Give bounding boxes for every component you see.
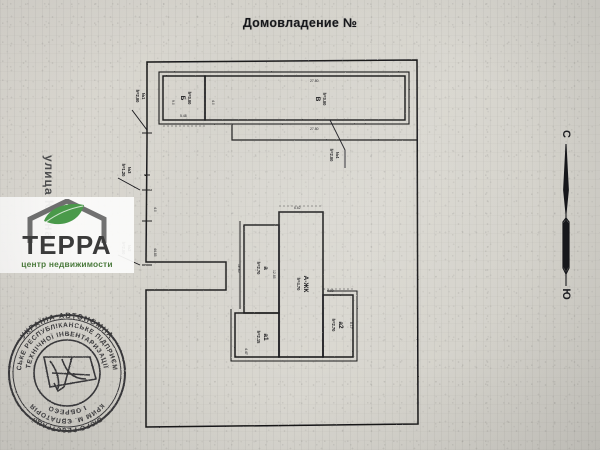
top-strip-outline [158,71,410,125]
building-a2-height: h=2.70 [331,319,336,333]
building-a1-height: h=2.15 [256,331,261,345]
terra-logo-mark-icon [27,199,107,243]
terra-logo: ТЕРРА центр недвижимости [0,197,134,273]
dim-left-upper: 4.0 [153,207,157,212]
building-a1 [234,312,280,358]
building-a2-dim-top: 4.00 [327,289,334,293]
building-v-dim-top: 27.80 [310,79,319,83]
building-b-dim-left: 9.0 [171,100,175,105]
building-v-height: h=3.00 [322,93,327,107]
building-a2-label: а2 [337,321,344,329]
building-a1-label: а1 [262,333,269,341]
dim-left-lower: 44.85 [153,248,157,257]
official-stamp: УКРАЇНА АВТОНОМНА КРИМСЬКЕ РЕСПУБЛІКАНСЬ… [0,287,126,433]
building-a-dim-left: 12.85 [272,270,276,279]
compass-rose: С Ю [553,128,579,303]
terra-logo-subtitle: центр недвижимости [21,259,113,269]
stamp-text-line4: І ОБРЕЄО [47,404,87,415]
plot-boundary [145,59,419,428]
building-a-group-outline [230,221,358,362]
fence-1-height: h=2.00 [135,90,140,104]
terra-logo-word: ТЕРРА [22,230,112,260]
fence-3-label: №3 [127,167,132,175]
building-a-label: А-ЖК [302,276,309,293]
building-a-dim-top: 6.62 [294,206,301,210]
building-b-height: h=3.00 [187,92,192,106]
compass-needle-icon [562,143,570,286]
fence-4-label: №4 [335,152,340,160]
building-a1-dim-bottom: 4.47 [244,348,248,355]
dimension-lines [163,80,353,290]
building-a2-dim-right: 8.17 [349,322,353,329]
fence-3-height: h=1.20 [121,164,126,178]
stamp-emblem-icon [43,356,98,393]
building-v-dim-bottom: 27.80 [310,127,319,131]
page-title: Домовладение № [242,16,358,30]
building-a-wing-height: h=2.70 [256,262,261,276]
building-a-wing-dim-left: 12.85 [237,264,241,273]
building-v [204,75,406,121]
fence-4-height: h=2.00 [329,149,334,163]
building-b-dim-bottom: 5.48 [180,114,187,118]
building-a2 [322,294,354,358]
dimension-ticks [142,132,152,266]
building-b-label: Б [179,96,186,101]
building-v-label: В [314,97,321,102]
building-a-height: h=4.70 [296,278,301,292]
building-v-dim-left: 4.0 [211,100,215,105]
yard-divider [231,124,417,141]
building-a-wing-label: а [262,266,269,270]
fence-1-label: №1 [141,93,146,101]
